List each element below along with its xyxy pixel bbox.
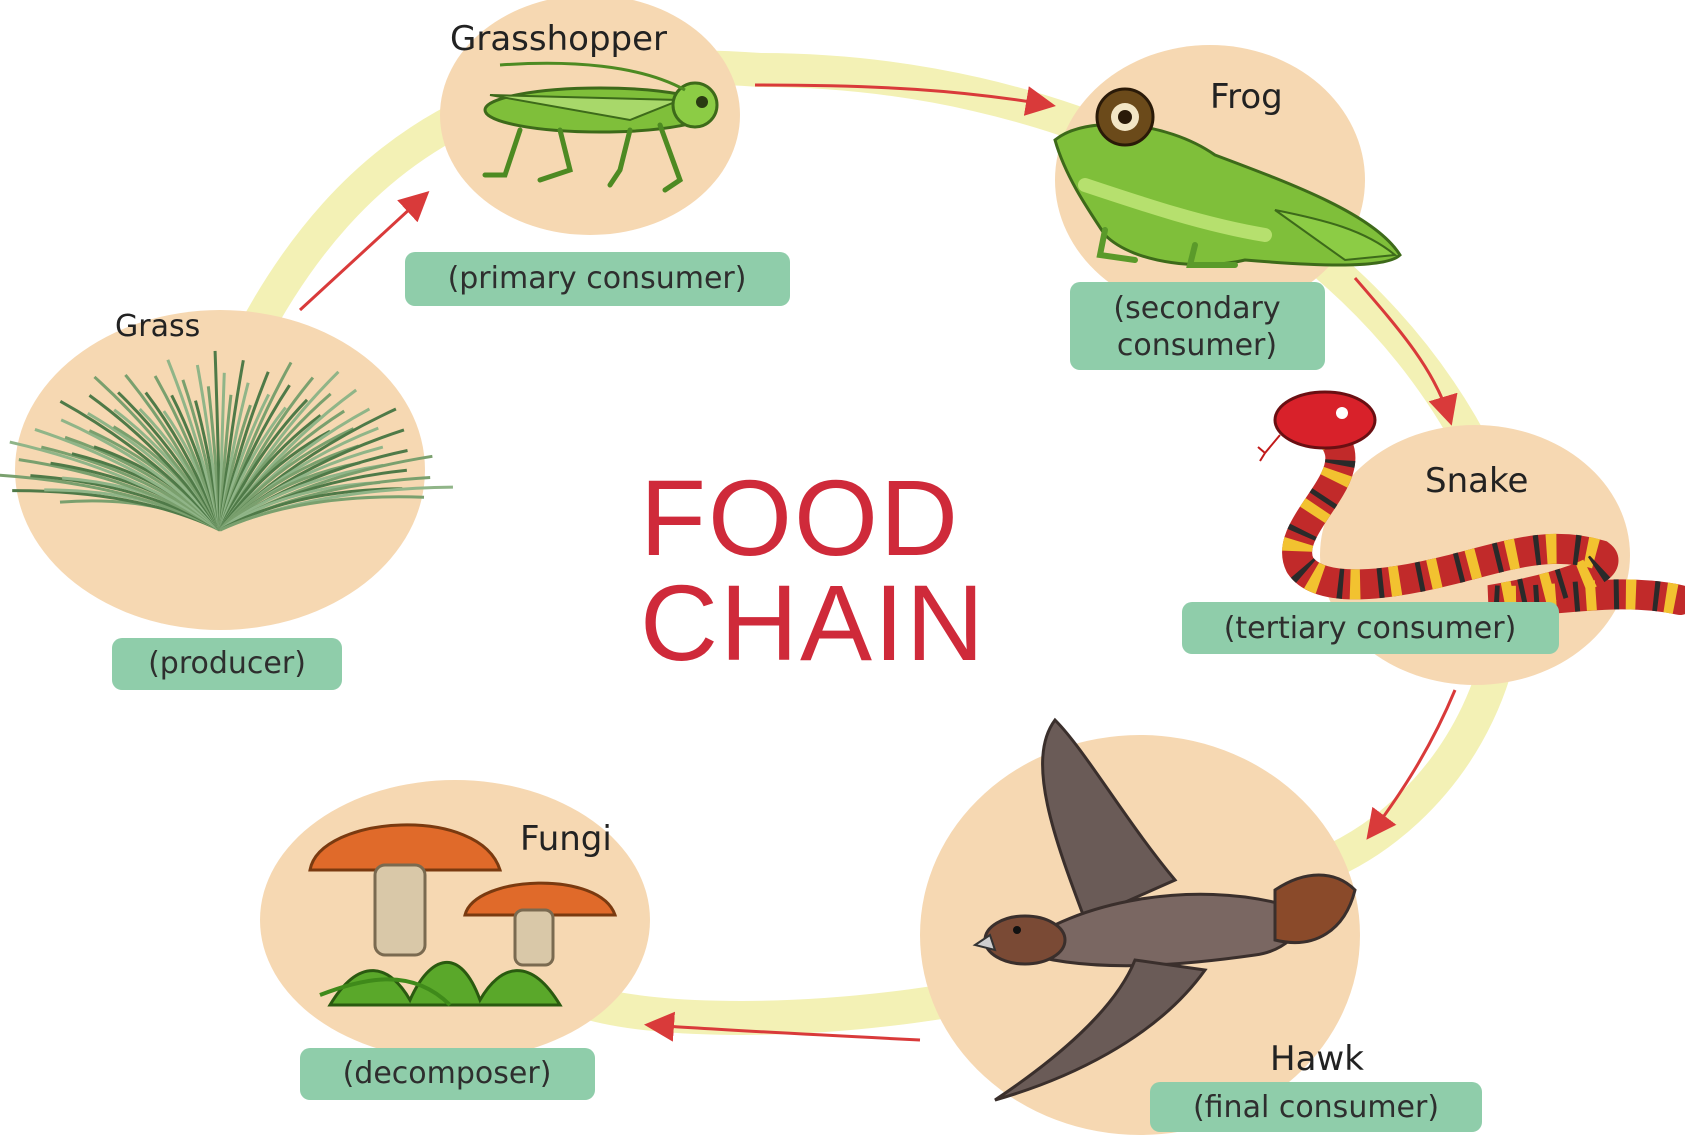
title-line-1: FOOD	[640, 457, 960, 578]
role-label-snake: (tertiary consumer)	[1182, 602, 1559, 654]
role-label-grasshopper: (primary consumer)	[405, 252, 790, 306]
role-label-hawk: (final consumer)	[1150, 1082, 1482, 1132]
svg-text:(final consumer): (final consumer)	[1193, 1090, 1439, 1125]
node-name-snake: Snake	[1425, 461, 1528, 501]
svg-text:(secondary: (secondary	[1113, 291, 1280, 326]
node-name-grasshopper: Grasshopper	[450, 19, 667, 59]
svg-text:(decomposer): (decomposer)	[343, 1056, 552, 1091]
node-name-fungi: Fungi	[520, 819, 612, 859]
role-label-fungi: (decomposer)	[300, 1048, 595, 1100]
svg-text:consumer): consumer)	[1117, 328, 1277, 363]
node-name-grass: Grass	[115, 309, 200, 344]
svg-text:(producer): (producer)	[148, 646, 306, 681]
svg-text:(primary consumer): (primary consumer)	[448, 261, 747, 296]
role-label-frog: (secondary consumer)	[1070, 282, 1325, 370]
svg-text:(tertiary consumer): (tertiary consumer)	[1224, 611, 1517, 646]
node-name-hawk: Hawk	[1270, 1039, 1364, 1079]
node-name-frog: Frog	[1210, 77, 1283, 117]
title-line-2: CHAIN	[640, 562, 986, 683]
role-label-grass: (producer)	[112, 638, 342, 690]
